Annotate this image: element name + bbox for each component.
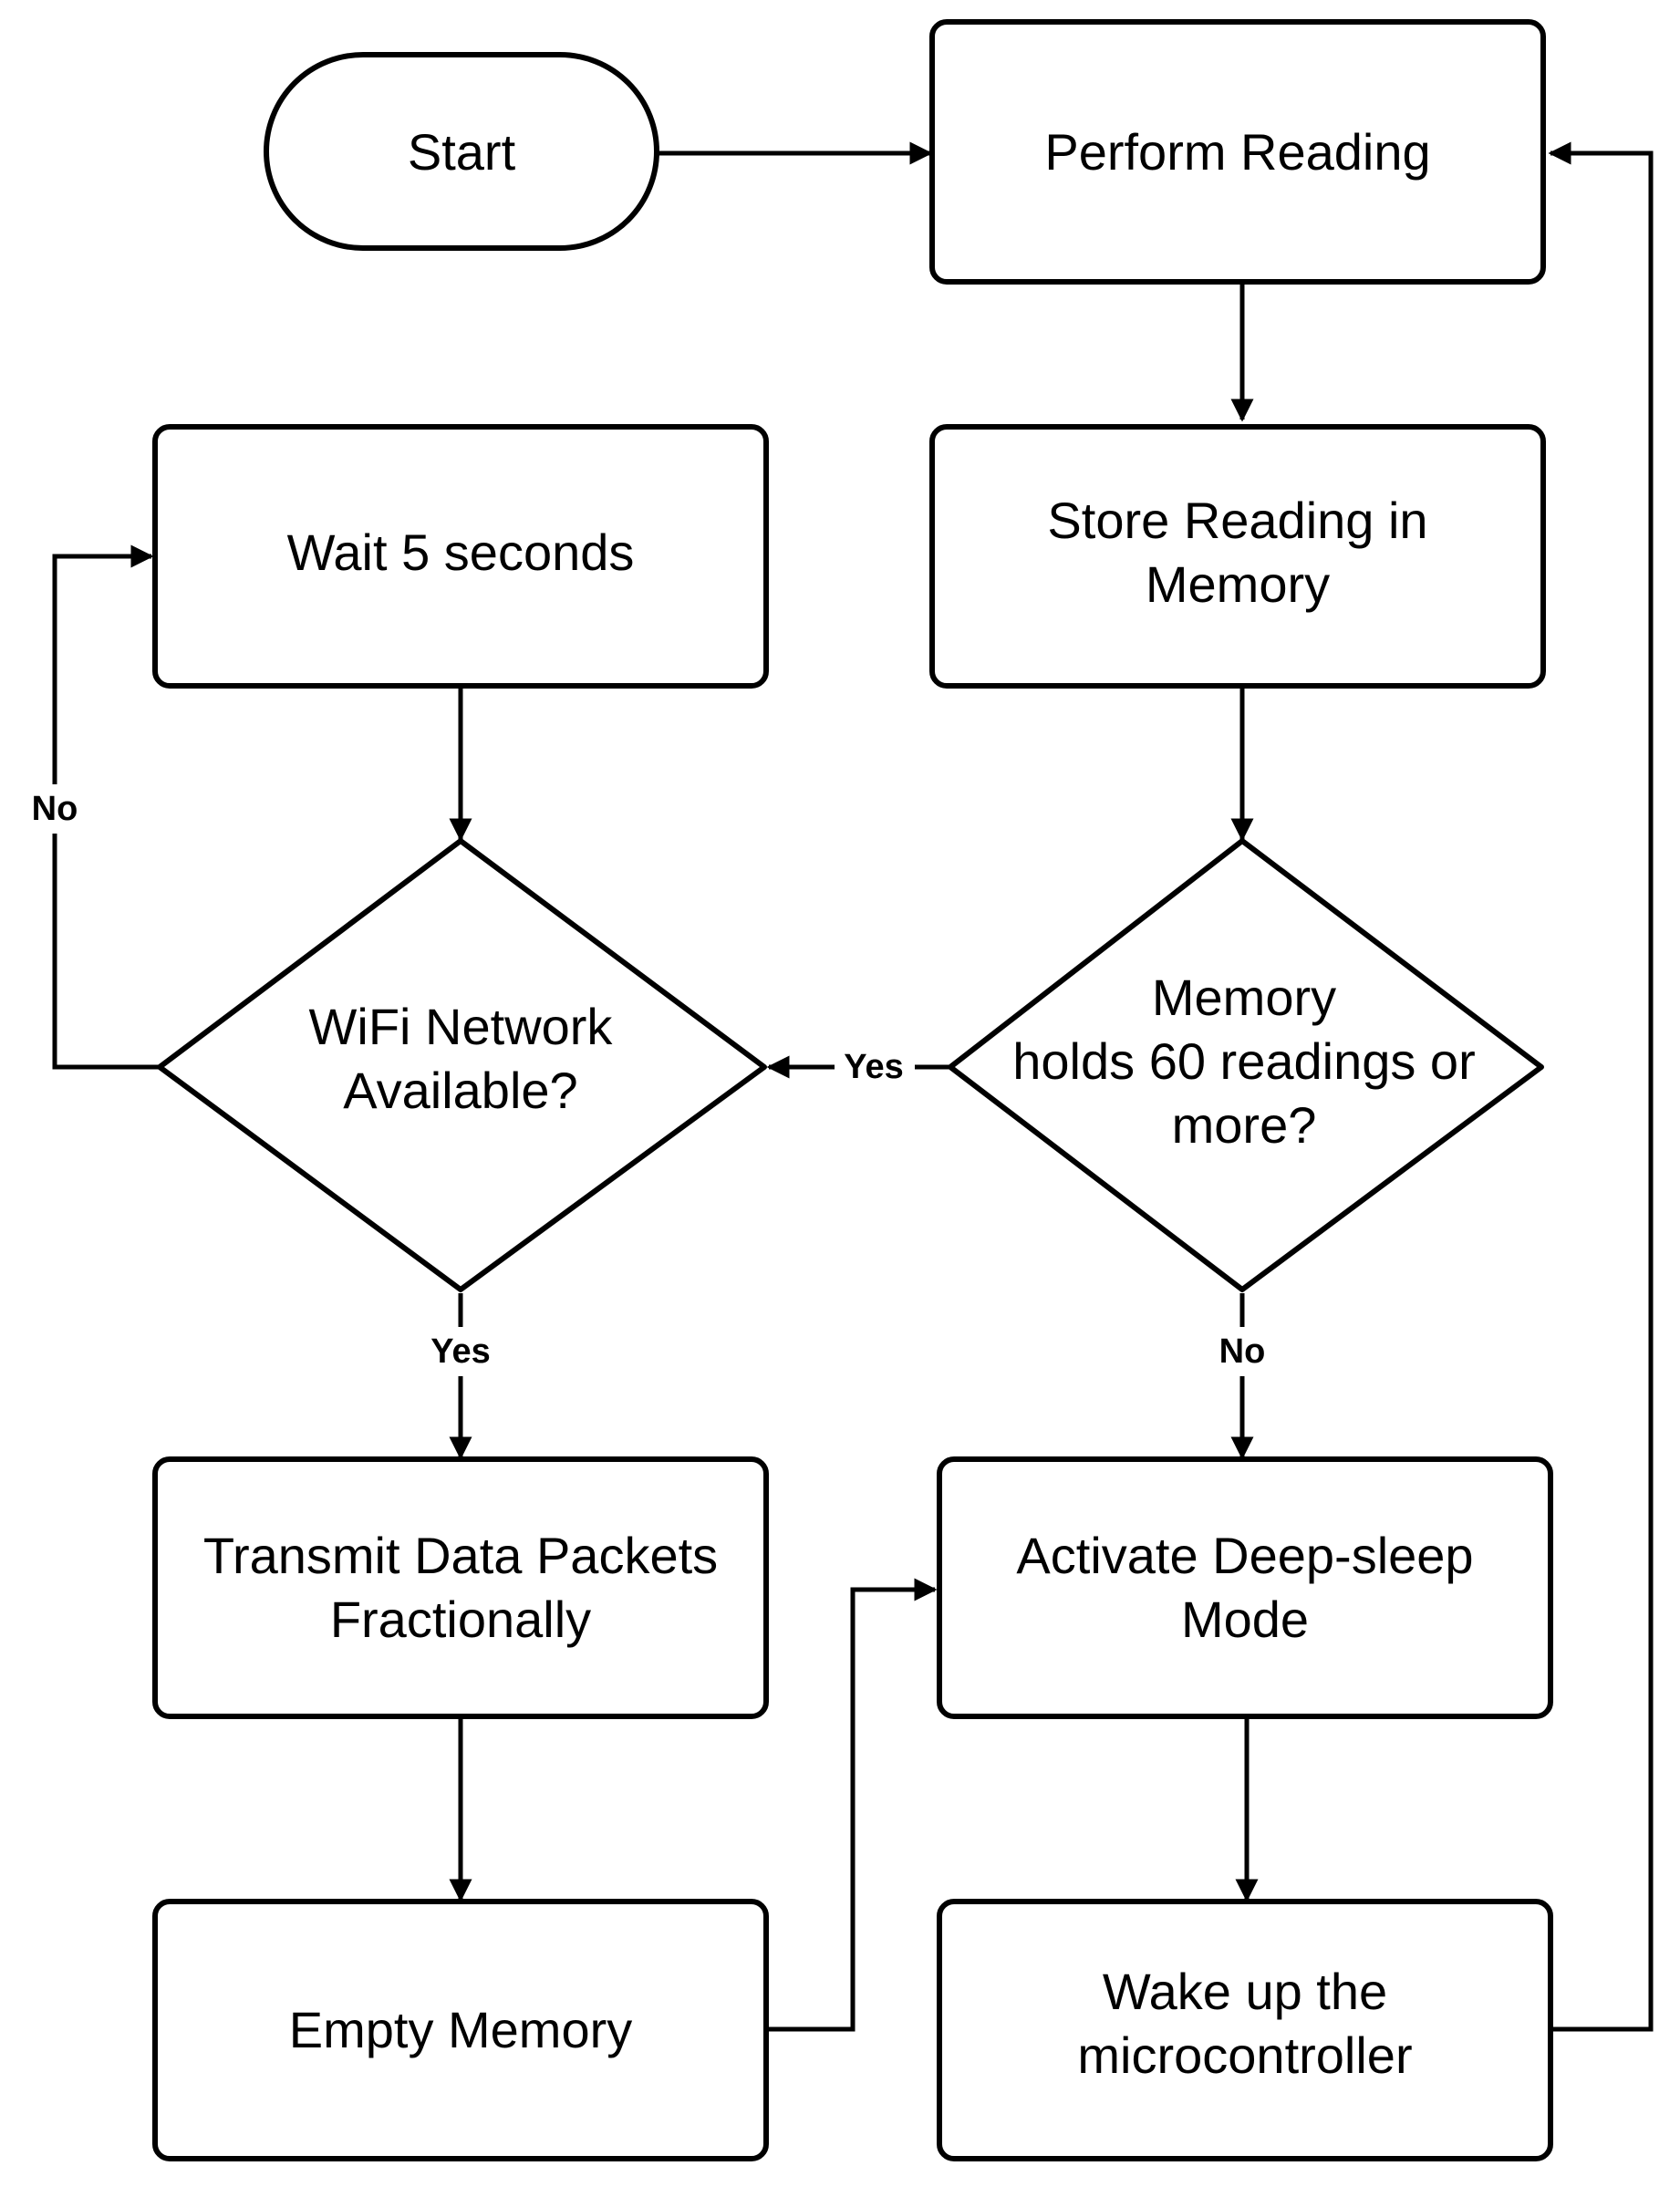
label-line: Fractionally: [330, 1591, 591, 1648]
edge-label-memory-yes: Yes: [844, 1048, 904, 1086]
start-label: Start: [408, 123, 516, 181]
label-line: Wake up the: [1103, 1963, 1387, 2020]
transmit-box: [152, 1456, 769, 1719]
store-reading-box: [929, 424, 1546, 689]
node-empty-memory: Empty Memory: [152, 1899, 769, 2161]
label-line: Memory: [1152, 969, 1336, 1026]
edge-label-bg-wifi-no: [20, 784, 89, 834]
deep-sleep-box: [937, 1456, 1553, 1719]
label-line: holds 60 readings or: [1012, 1032, 1475, 1090]
node-memory-check: Memory holds 60 readings or more?: [948, 838, 1544, 1292]
edge-wake-to-perform-reading: [1548, 141, 1654, 2032]
label-line: Available?: [343, 1062, 577, 1119]
empty-memory-box: [152, 1899, 769, 2161]
label-line: Start: [408, 123, 516, 181]
label-line: Activate Deep-sleep: [1016, 1527, 1473, 1584]
edge-label-bg-wifi-yes: [415, 1327, 506, 1376]
label-line: Empty Memory: [289, 2001, 633, 2058]
label-line: WiFi Network: [309, 998, 614, 1055]
perform-reading-label: Perform Reading: [1044, 123, 1430, 181]
edge-label-wifi-no: No: [32, 790, 78, 828]
empty-memory-label: Empty Memory: [289, 2001, 633, 2058]
edge-label-memory-no: No: [1219, 1332, 1266, 1371]
label-line: microcontroller: [1077, 2026, 1412, 2084]
store-reading-label: Store Reading in Memory: [1047, 492, 1427, 613]
node-start: Start: [264, 52, 659, 251]
edge-label-bg-memory-no: [1208, 1327, 1276, 1376]
wait-box: [152, 424, 769, 689]
edge-empty-to-deep-sleep: [769, 1578, 938, 2032]
start-terminal-shape: [264, 52, 659, 251]
node-wake-up: Wake up the microcontroller: [937, 1899, 1553, 2161]
node-wait: Wait 5 seconds: [152, 424, 769, 689]
wake-up-label: Wake up the microcontroller: [1077, 1963, 1412, 2084]
label-line: Transmit Data Packets: [203, 1527, 718, 1584]
node-perform-reading: Perform Reading: [929, 19, 1546, 285]
label-line: Perform Reading: [1044, 123, 1430, 181]
node-store-reading: Store Reading in Memory: [929, 424, 1546, 689]
memory-check-diamond: [948, 838, 1544, 1292]
edge-label-bg-memory-yes: [835, 1044, 915, 1086]
label-line: more?: [1172, 1096, 1317, 1154]
label-line: Mode: [1181, 1591, 1309, 1648]
label-line: Memory: [1146, 555, 1330, 613]
edge-labels: Yes No Yes No: [20, 784, 1276, 1376]
label-line: Store Reading in: [1047, 492, 1427, 549]
edge-label-wifi-yes: Yes: [430, 1332, 491, 1371]
memory-check-label: Memory holds 60 readings or more?: [1012, 969, 1475, 1154]
perform-reading-box: [929, 19, 1546, 285]
wait-label: Wait 5 seconds: [287, 523, 635, 581]
wifi-check-diamond: [157, 838, 767, 1292]
wake-up-box: [937, 1899, 1553, 2161]
label-line: Wait 5 seconds: [287, 523, 635, 581]
